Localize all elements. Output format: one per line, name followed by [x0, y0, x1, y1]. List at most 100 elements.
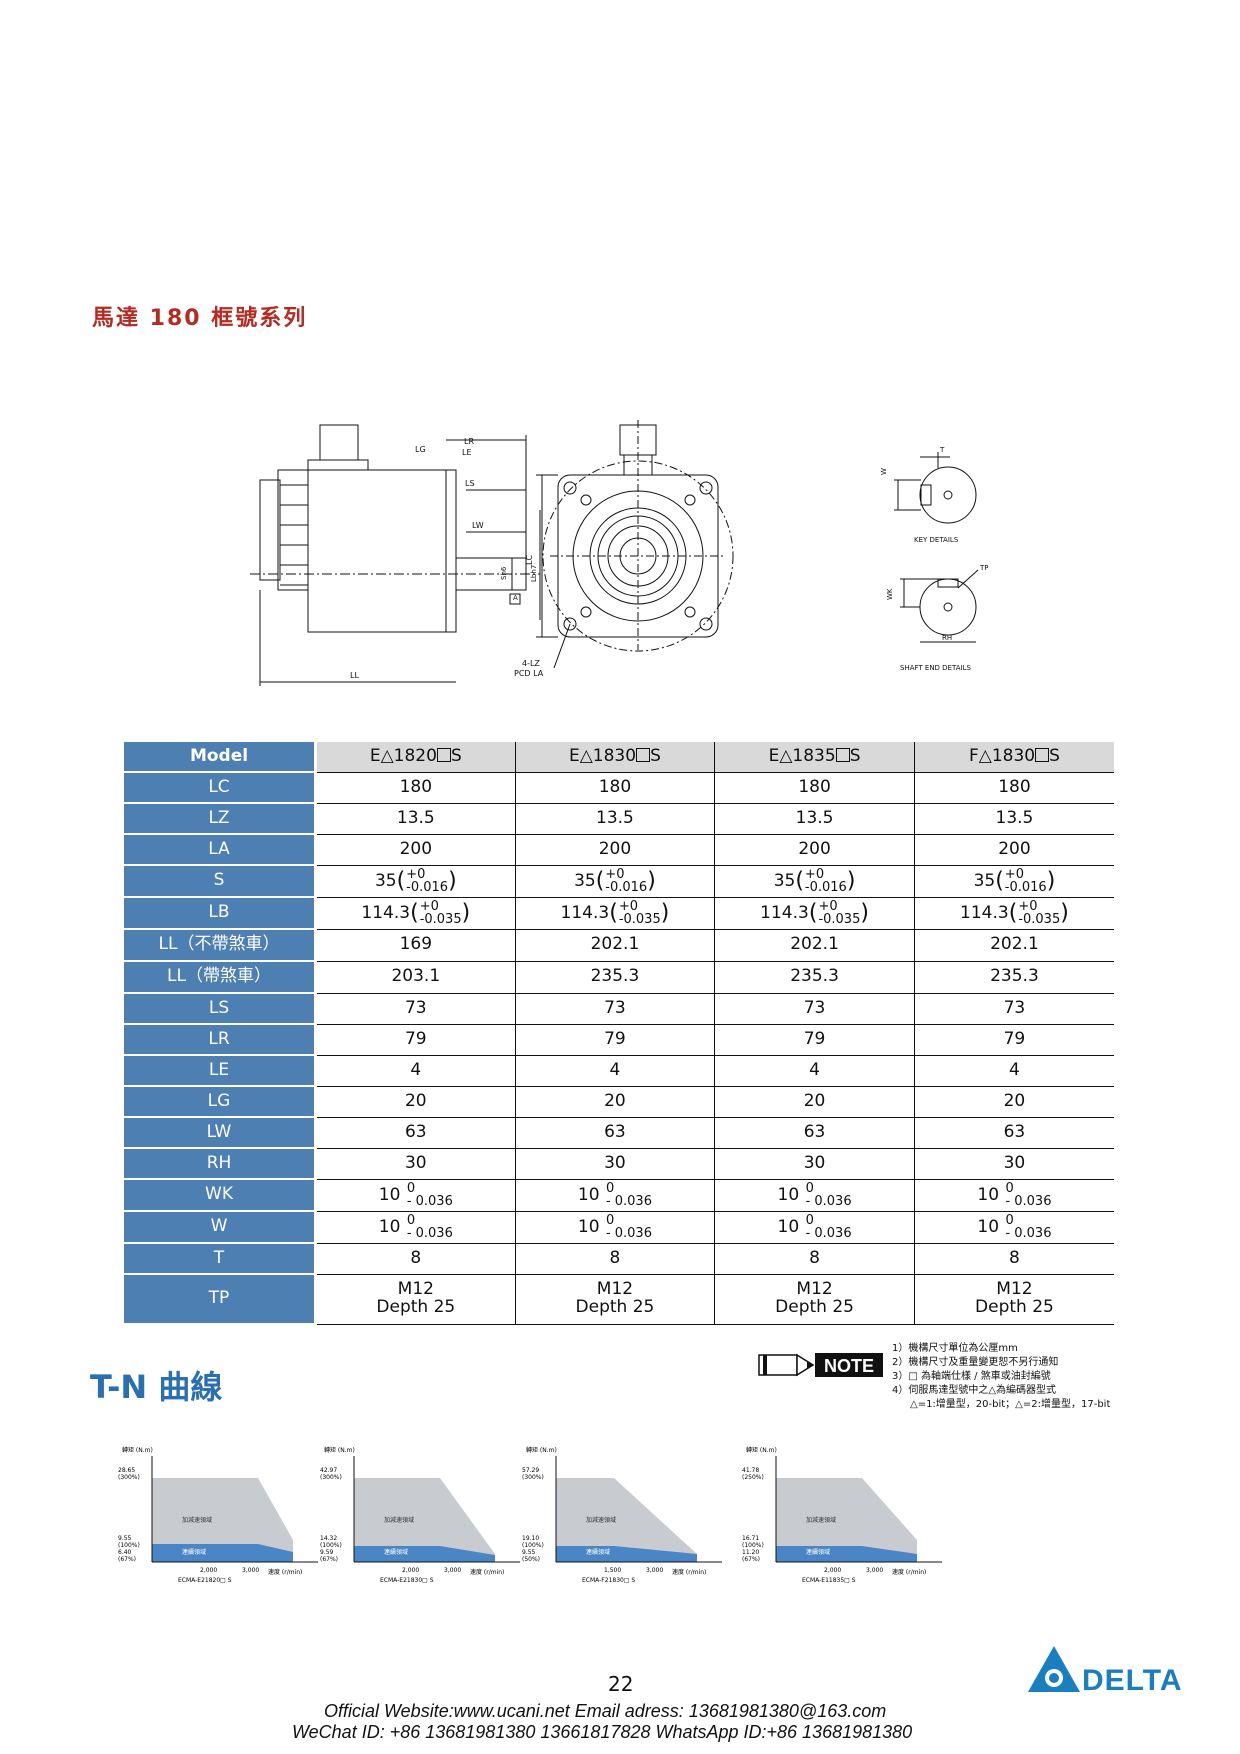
y-peak-label: 41.78: [742, 1467, 759, 1474]
accel-region-label: 加減速領域: [806, 1516, 836, 1524]
x-tick-1: 2,000: [824, 1567, 841, 1574]
y-rated-pct-label: (100%): [118, 1542, 140, 1549]
square-symbol: [636, 747, 651, 762]
y-peak-label: 57.29: [522, 1467, 539, 1474]
x-tick-2: 3,000: [866, 1567, 883, 1574]
y-axis-label: 轉矩 (N.m): [324, 1446, 355, 1454]
cont-region-label: 連續領域: [806, 1548, 830, 1556]
shaft-end-drawing: TP WK RH SHAFT END DETAILS: [886, 564, 989, 672]
y-rated-label: 9.55: [118, 1535, 132, 1542]
cont-region-label: 連續領域: [182, 1548, 206, 1556]
footer-line-1: Official Website:www.ucani.net Email adr…: [324, 1701, 887, 1721]
label-PCD: PCD LA: [514, 669, 544, 678]
y-peak-pct-label: (300%): [118, 1474, 140, 1481]
y-axis-label: 轉矩 (N.m): [122, 1446, 153, 1454]
row-WK: WK 10 0- 0.036 10 0- 0.036 10 0- 0.036 1…: [124, 1179, 1114, 1212]
x-axis-label: 速度 (r/min): [470, 1568, 504, 1576]
brand-name: DELTA: [1082, 1664, 1183, 1697]
tol-cell: 10 0- 0.036: [714, 1211, 915, 1244]
x-tick-2: 3,000: [444, 1567, 461, 1574]
tol-cell: 10 0- 0.036: [714, 1179, 915, 1212]
model-header: Model: [124, 742, 317, 773]
tol-cell: 114.3(+0-0.035): [714, 897, 915, 930]
tol-cell: 10 0- 0.036: [315, 1211, 516, 1244]
accel-region: [152, 1478, 293, 1562]
model-label: ECMA-E11835□ S: [802, 1577, 856, 1584]
label-T: T: [939, 446, 945, 454]
accel-region-label: 加減速領域: [586, 1516, 616, 1524]
tn-chart: 轉矩 (N.m)速度 (r/min)加減速領域連續領域57.29(300%)19…: [522, 1446, 722, 1584]
square-symbol: [1035, 747, 1050, 762]
label-TP: TP: [979, 564, 989, 572]
accel-region: [354, 1478, 495, 1562]
square-symbol: [835, 747, 850, 762]
y-end-pct-label: (67%): [320, 1556, 338, 1563]
label-W: W: [880, 468, 888, 475]
tol-cell: 10 0- 0.036: [315, 1179, 516, 1212]
model-label: ECMA-F21830□ S: [582, 1577, 635, 1584]
label-A: A: [513, 594, 518, 602]
square-symbol: [436, 747, 451, 762]
y-end-pct-label: (67%): [118, 1556, 136, 1563]
label-LE: LE: [462, 448, 472, 457]
label-LZ: 4-LZ: [522, 659, 540, 668]
label-Lbh7: Lbh7: [530, 565, 538, 582]
tn-chart: 轉矩 (N.m)速度 (r/min)加減速領域連續領域41.78(250%)16…: [742, 1446, 942, 1584]
y-end-label: 9.55: [522, 1549, 536, 1556]
x-tick-2: 3,000: [242, 1567, 259, 1574]
y-rated-label: 16.71: [742, 1535, 759, 1542]
accel-region: [556, 1478, 697, 1562]
tol-cell: 114.3(+0-0.035): [515, 897, 716, 930]
accel-region-label: 加減速領域: [182, 1516, 212, 1524]
y-peak-pct-label: (300%): [522, 1474, 544, 1481]
x-axis-label: 速度 (r/min): [268, 1568, 302, 1576]
front-view-drawing: LC 4-LZ PCD LA: [514, 420, 734, 678]
tol-cell: 10 0- 0.036: [515, 1211, 716, 1244]
x-tick-2: 3,000: [646, 1567, 663, 1574]
y-end-label: 11.20: [742, 1549, 759, 1556]
y-peak-label: 28.65: [118, 1467, 135, 1474]
y-rated-pct-label: (100%): [320, 1542, 342, 1549]
tn-curve-title: T-N 曲線: [90, 1368, 223, 1406]
label-RH: RH: [942, 634, 952, 642]
delta-logo-icon: [1028, 1646, 1080, 1692]
side-view-drawing: LL LG LE LR LS LW A Sh6 Lbh7: [250, 424, 541, 686]
label-LR: LR: [464, 437, 474, 446]
row-LB: LB 114.3(+0-0.035) 114.3(+0-0.035) 114.3…: [124, 897, 1114, 930]
y-peak-pct-label: (250%): [742, 1474, 764, 1481]
label-WK: WK: [886, 588, 894, 600]
y-rated-label: 14.32: [320, 1535, 337, 1542]
label-LG: LG: [415, 445, 426, 454]
y-rated-pct-label: (100%): [742, 1542, 764, 1549]
footer-line-2: WeChat ID: +86 13681981380 13661817828 W…: [292, 1722, 913, 1742]
y-end-label: 6.40: [118, 1549, 132, 1556]
row-W: W 10 0- 0.036 10 0- 0.036 10 0- 0.036 10…: [124, 1211, 1114, 1244]
label-LW: LW: [472, 521, 484, 530]
note-badge: NOTE: [758, 1353, 883, 1377]
x-tick-1: 1,500: [604, 1567, 621, 1574]
tol-cell: 35(+0-0.016): [315, 865, 516, 898]
tol-cell: 35(+0-0.016): [914, 865, 1114, 898]
tn-chart: 轉矩 (N.m)速度 (r/min)加減速領域連續領域42.97(300%)14…: [320, 1446, 520, 1584]
x-axis-label: 速度 (r/min): [672, 1568, 706, 1576]
cont-region-label: 連續領域: [384, 1548, 408, 1556]
x-axis-label: 速度 (r/min): [892, 1568, 926, 1576]
label-LL: LL: [350, 671, 359, 680]
pencil-icon: [758, 1353, 815, 1377]
motor-dimension-drawings: LL LG LE LR LS LW A Sh6 Lbh7 LC 4-LZ PCD…: [250, 420, 989, 686]
y-peak-pct-label: (300%): [320, 1474, 342, 1481]
y-rated-label: 19.10: [522, 1535, 539, 1542]
y-axis-label: 轉矩 (N.m): [526, 1446, 557, 1454]
